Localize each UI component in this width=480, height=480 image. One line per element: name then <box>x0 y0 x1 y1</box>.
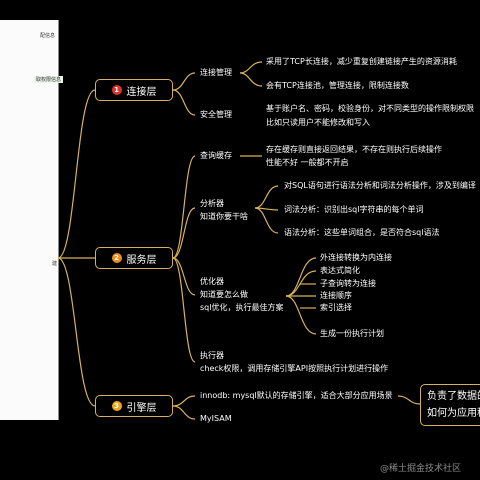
optimizer-item: 生成一份执行计划 <box>320 329 384 338</box>
panel-snippet: 建 <box>52 261 58 267</box>
parser-title: 分析器 <box>200 199 224 208</box>
callout-line: 负责了数据的 <box>427 391 480 402</box>
parser-item: 词法分析：识别出sql字符串的每个单词 <box>284 205 424 214</box>
engine-item-myisam: MyISAM <box>200 414 232 423</box>
layer-service: 2 服务层 <box>95 247 173 269</box>
query-cache-desc: 存在缓存则直接返回结果，不存在则执行后续操作 <box>266 145 442 154</box>
optimizer-title: 优化器 <box>200 277 224 286</box>
optimizer-item: 连接顺序 <box>320 291 352 300</box>
optimizer-item: 外连接转换为内连接 <box>320 253 392 262</box>
executor-title: 执行器 <box>200 351 224 360</box>
badge-number-icon: 1 <box>111 85 122 95</box>
parser-item: 对SQL语句进行语法分析和词法分析操作，涉及到编译 <box>284 181 476 190</box>
source-panel: 配信息 取权限信息 建 <box>0 20 64 420</box>
layer-label: 连接层 <box>126 86 157 98</box>
panel-snippet-highlight: 取权限信息 <box>34 76 64 83</box>
layer-label: 引擎层 <box>126 402 157 414</box>
layer-engine: 3 引擎层 <box>95 395 173 417</box>
layer-label: 服务层 <box>126 254 157 266</box>
parser-item: 语法分析：这些单词组合，是否符合sql语法 <box>284 228 440 237</box>
parser-subtitle: 知道你要干啥 <box>200 212 248 221</box>
connection-manage-item: 会有TCP连接池，管理连接，限制连接数 <box>266 81 409 90</box>
layer-connection: 1 连接层 <box>95 79 173 101</box>
security-manage-desc: 基于账户名、密码，校验身份，对不同类型的操作限制权限 <box>266 104 474 113</box>
optimizer-item: 子查询转为连接 <box>320 279 376 288</box>
panel-snippet: 配信息 <box>40 33 56 39</box>
optimizer-subtitle: sql优化，执行最佳方案 <box>200 303 284 312</box>
optimizer-item: 索引选择 <box>320 303 352 312</box>
optimizer-subtitle: 知道要怎么做 <box>200 290 248 299</box>
connection-manage-title: 连接管理 <box>200 68 232 77</box>
engine-item-innodb: innodb: mysql默认的存储引擎，适合大部分应用场景 <box>200 391 393 400</box>
badge-number-icon: 2 <box>111 253 122 263</box>
security-manage-desc: 比如只读用户不能修改和写入 <box>266 118 370 127</box>
watermark: @稀土掘金技术社区 <box>380 464 462 474</box>
optimizer-item: 表达式简化 <box>320 266 360 275</box>
callout-line: 如何为应用程 <box>427 408 480 419</box>
query-cache-title: 查询缓存 <box>200 151 232 160</box>
query-cache-desc: 性能不好 一般都不开启 <box>266 158 349 167</box>
connection-manage-item: 采用了TCP长连接，减少重复创建链接产生的资源消耗 <box>266 57 457 66</box>
security-manage-title: 安全管理 <box>200 110 232 119</box>
badge-number-icon: 3 <box>111 401 122 411</box>
executor-desc: check权限，调用存储引擎API按照执行计划进行操作 <box>200 364 389 373</box>
engine-callout: 负责了数据的 如何为应用程 <box>420 384 480 426</box>
